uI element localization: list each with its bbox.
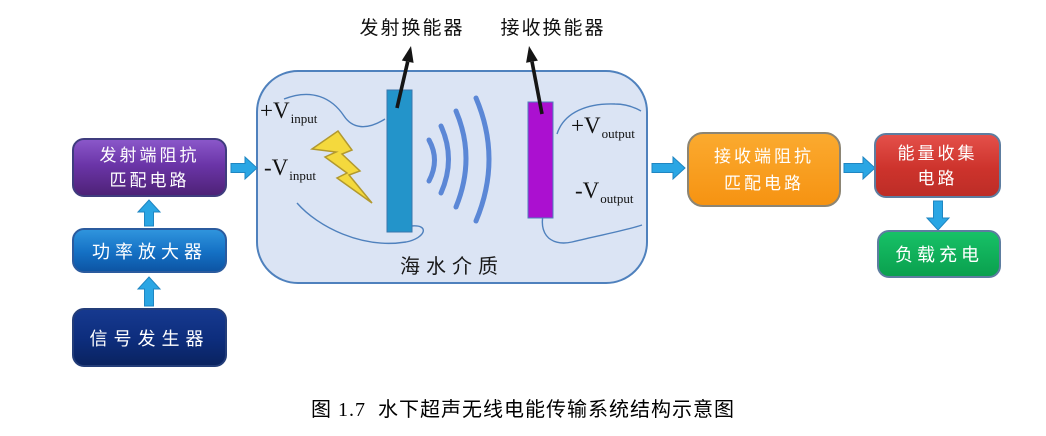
- arrow-right-rxmatching-to-harvest: [843, 155, 876, 181]
- box-signal-generator: 信号发生器: [72, 308, 227, 367]
- box-energy-harvesting-line1: 能量收集: [897, 143, 978, 163]
- arrow-down-harvest-to-load: [925, 200, 951, 231]
- tx-transducer-label: 发射换能器: [359, 18, 465, 39]
- vin-minus-label: -Vinput: [264, 155, 317, 183]
- lightning-icon: [309, 129, 373, 204]
- box-signal-generator-label: 信号发生器: [89, 328, 210, 349]
- vin-minus-main: -V: [264, 155, 289, 180]
- arrow-up-signal-to-amp: [136, 276, 162, 307]
- ultrasound-wave-arcs-icon: [426, 95, 492, 224]
- box-tx-impedance-matching-line2: 匹配电路: [109, 170, 190, 190]
- tx-transducer-bar: [386, 89, 413, 233]
- box-energy-harvesting-line2: 电路: [917, 168, 958, 188]
- vin-plus-label: +Vinput: [260, 98, 318, 126]
- vout-plus-sub: output: [601, 126, 635, 141]
- seawater-medium-label: 海水介质: [400, 256, 504, 278]
- rx-transducer-label: 接收换能器: [500, 18, 606, 39]
- vout-minus-main: -V: [575, 178, 600, 203]
- arrow-right-medium-to-rxmatching: [651, 155, 686, 181]
- figure-caption: 图 1.7 水下超声无线电能传输系统结构示意图: [311, 399, 735, 421]
- box-rx-impedance-matching-line2: 匹配电路: [724, 173, 804, 193]
- box-power-amplifier-label: 功率放大器: [92, 241, 207, 262]
- box-load-charging: 负载充电: [877, 230, 1001, 278]
- arrow-right-matching-to-medium: [230, 155, 258, 181]
- vout-plus-main: +V: [571, 113, 601, 138]
- seawater-medium-container: [256, 70, 648, 284]
- arrow-up-amp-to-matching: [136, 199, 162, 227]
- box-load-charging-label: 负载充电: [895, 245, 983, 265]
- vin-plus-main: +V: [260, 98, 290, 123]
- vin-minus-sub: input: [289, 168, 317, 183]
- vout-plus-label: +Voutput: [571, 113, 635, 141]
- rx-label-pointer-arrow: [526, 46, 544, 115]
- vout-minus-sub: output: [600, 191, 634, 206]
- box-rx-impedance-matching-line1: 接收端阻抗: [714, 146, 814, 166]
- flow-arrows: [136, 155, 951, 307]
- vin-plus-sub: input: [290, 111, 318, 126]
- water-ripple-lines: [283, 93, 643, 244]
- box-energy-harvesting-circuit: 能量收集 电路: [874, 133, 1001, 198]
- rx-transducer-bar: [527, 101, 554, 219]
- box-rx-impedance-matching: 接收端阻抗 匹配电路: [687, 132, 841, 207]
- box-tx-impedance-matching-line1: 发射端阻抗: [99, 145, 200, 165]
- tx-label-pointer-arrow: [395, 46, 414, 109]
- vout-minus-label: -Voutput: [575, 178, 634, 206]
- box-tx-impedance-matching: 发射端阻抗 匹配电路: [72, 138, 227, 197]
- box-power-amplifier: 功率放大器: [72, 228, 227, 273]
